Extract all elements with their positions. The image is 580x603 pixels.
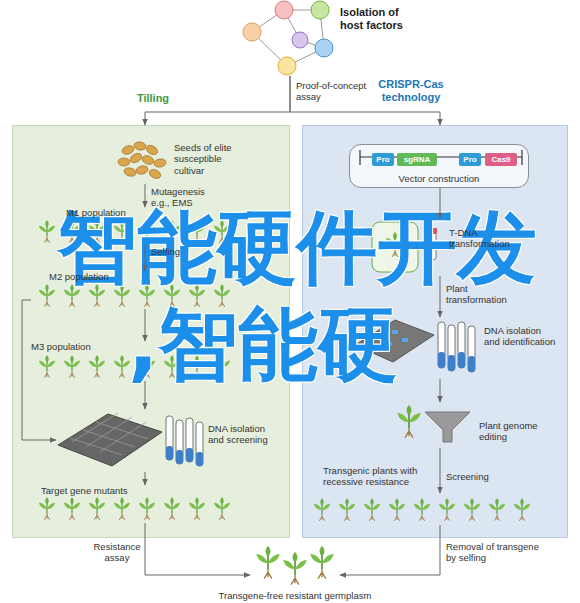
step-label: Seeds of elite susceptible cultivar (174, 142, 240, 176)
network-circle (278, 57, 296, 75)
tube-liquid (448, 355, 455, 371)
plant-row (314, 498, 530, 521)
test-tube (448, 325, 455, 371)
step-label: Isolation of host factors (340, 6, 422, 32)
edge-label: Plant transformation (446, 283, 508, 306)
tube-liquid (438, 352, 445, 368)
step-label: Transgene-free resistant germplasm (210, 590, 380, 601)
edge-label: Proof-of-concept assay (296, 80, 370, 103)
promoter-block: Pro (459, 153, 481, 166)
step-label: M2 population (49, 271, 129, 282)
step-label: Plant genome editing (479, 420, 544, 443)
network-circle (315, 39, 333, 57)
network-circle (243, 23, 261, 41)
network-circle (275, 1, 293, 19)
vector-box: Vector constructionProsgRNAProCas9 (349, 144, 529, 188)
block-label: Pro (459, 153, 481, 166)
promoter-block: Pro (372, 153, 394, 166)
edge-label: Resistance assay (92, 541, 142, 564)
edge-label: Selfing (151, 246, 201, 257)
host-factor-network: Isolation of host factors (240, 0, 440, 76)
step-label: Vector construction (350, 173, 528, 184)
panel-heading: CRISPR-Cas technology (366, 78, 456, 104)
step-label: M1 population (66, 207, 146, 218)
edge-label: Screening (446, 471, 506, 482)
panel-heading: Tilling (123, 92, 183, 105)
test-tube (438, 322, 445, 368)
test-tube (166, 416, 173, 460)
host-network (243, 1, 333, 75)
vector-end (521, 150, 522, 165)
tube-liquid (166, 446, 173, 460)
tube-liquid (176, 450, 183, 464)
edge-label: Mutagenesis e.g., EMS (151, 186, 209, 209)
plate-well (402, 338, 408, 342)
test-tube (176, 420, 183, 464)
block-label: Pro (372, 153, 394, 166)
block-label: Cas9 (485, 153, 517, 166)
seedling (256, 546, 279, 579)
cas9-block: Cas9 (485, 153, 517, 166)
step-label: T-DNA transformation (449, 227, 514, 250)
edge-label: Removal of transgene by selfing (446, 541, 542, 564)
germplasm-plants (256, 546, 333, 585)
test-tube (468, 326, 475, 372)
vector-end (359, 150, 360, 165)
tube-liquid (186, 448, 193, 462)
step-label: M3 population (31, 341, 111, 352)
seedling (310, 546, 333, 579)
block-label: sgRNA (397, 153, 437, 166)
mutant-step: Target gene mutants (31, 485, 231, 523)
step-label: DNA isolation and screening (208, 423, 281, 446)
tube-liquid (468, 356, 475, 372)
tube-liquid (196, 452, 203, 466)
test-tube (196, 422, 203, 466)
seedling (283, 552, 306, 585)
test-tube (458, 322, 465, 368)
step-label: Target gene mutants (41, 485, 161, 496)
seed (118, 158, 130, 166)
step-label: DNA isolation and identification (484, 325, 557, 348)
test-tube (186, 418, 193, 462)
network-circle (292, 32, 308, 48)
network-circle (311, 1, 329, 19)
step-label: Transgenic plants with recessive resista… (323, 465, 438, 488)
watermark-text: ,智能硬 (128, 305, 398, 385)
editing-step: Plant genome editing (386, 402, 566, 448)
sgrna-block: sgRNA (397, 153, 437, 166)
tube-liquid (458, 352, 465, 368)
